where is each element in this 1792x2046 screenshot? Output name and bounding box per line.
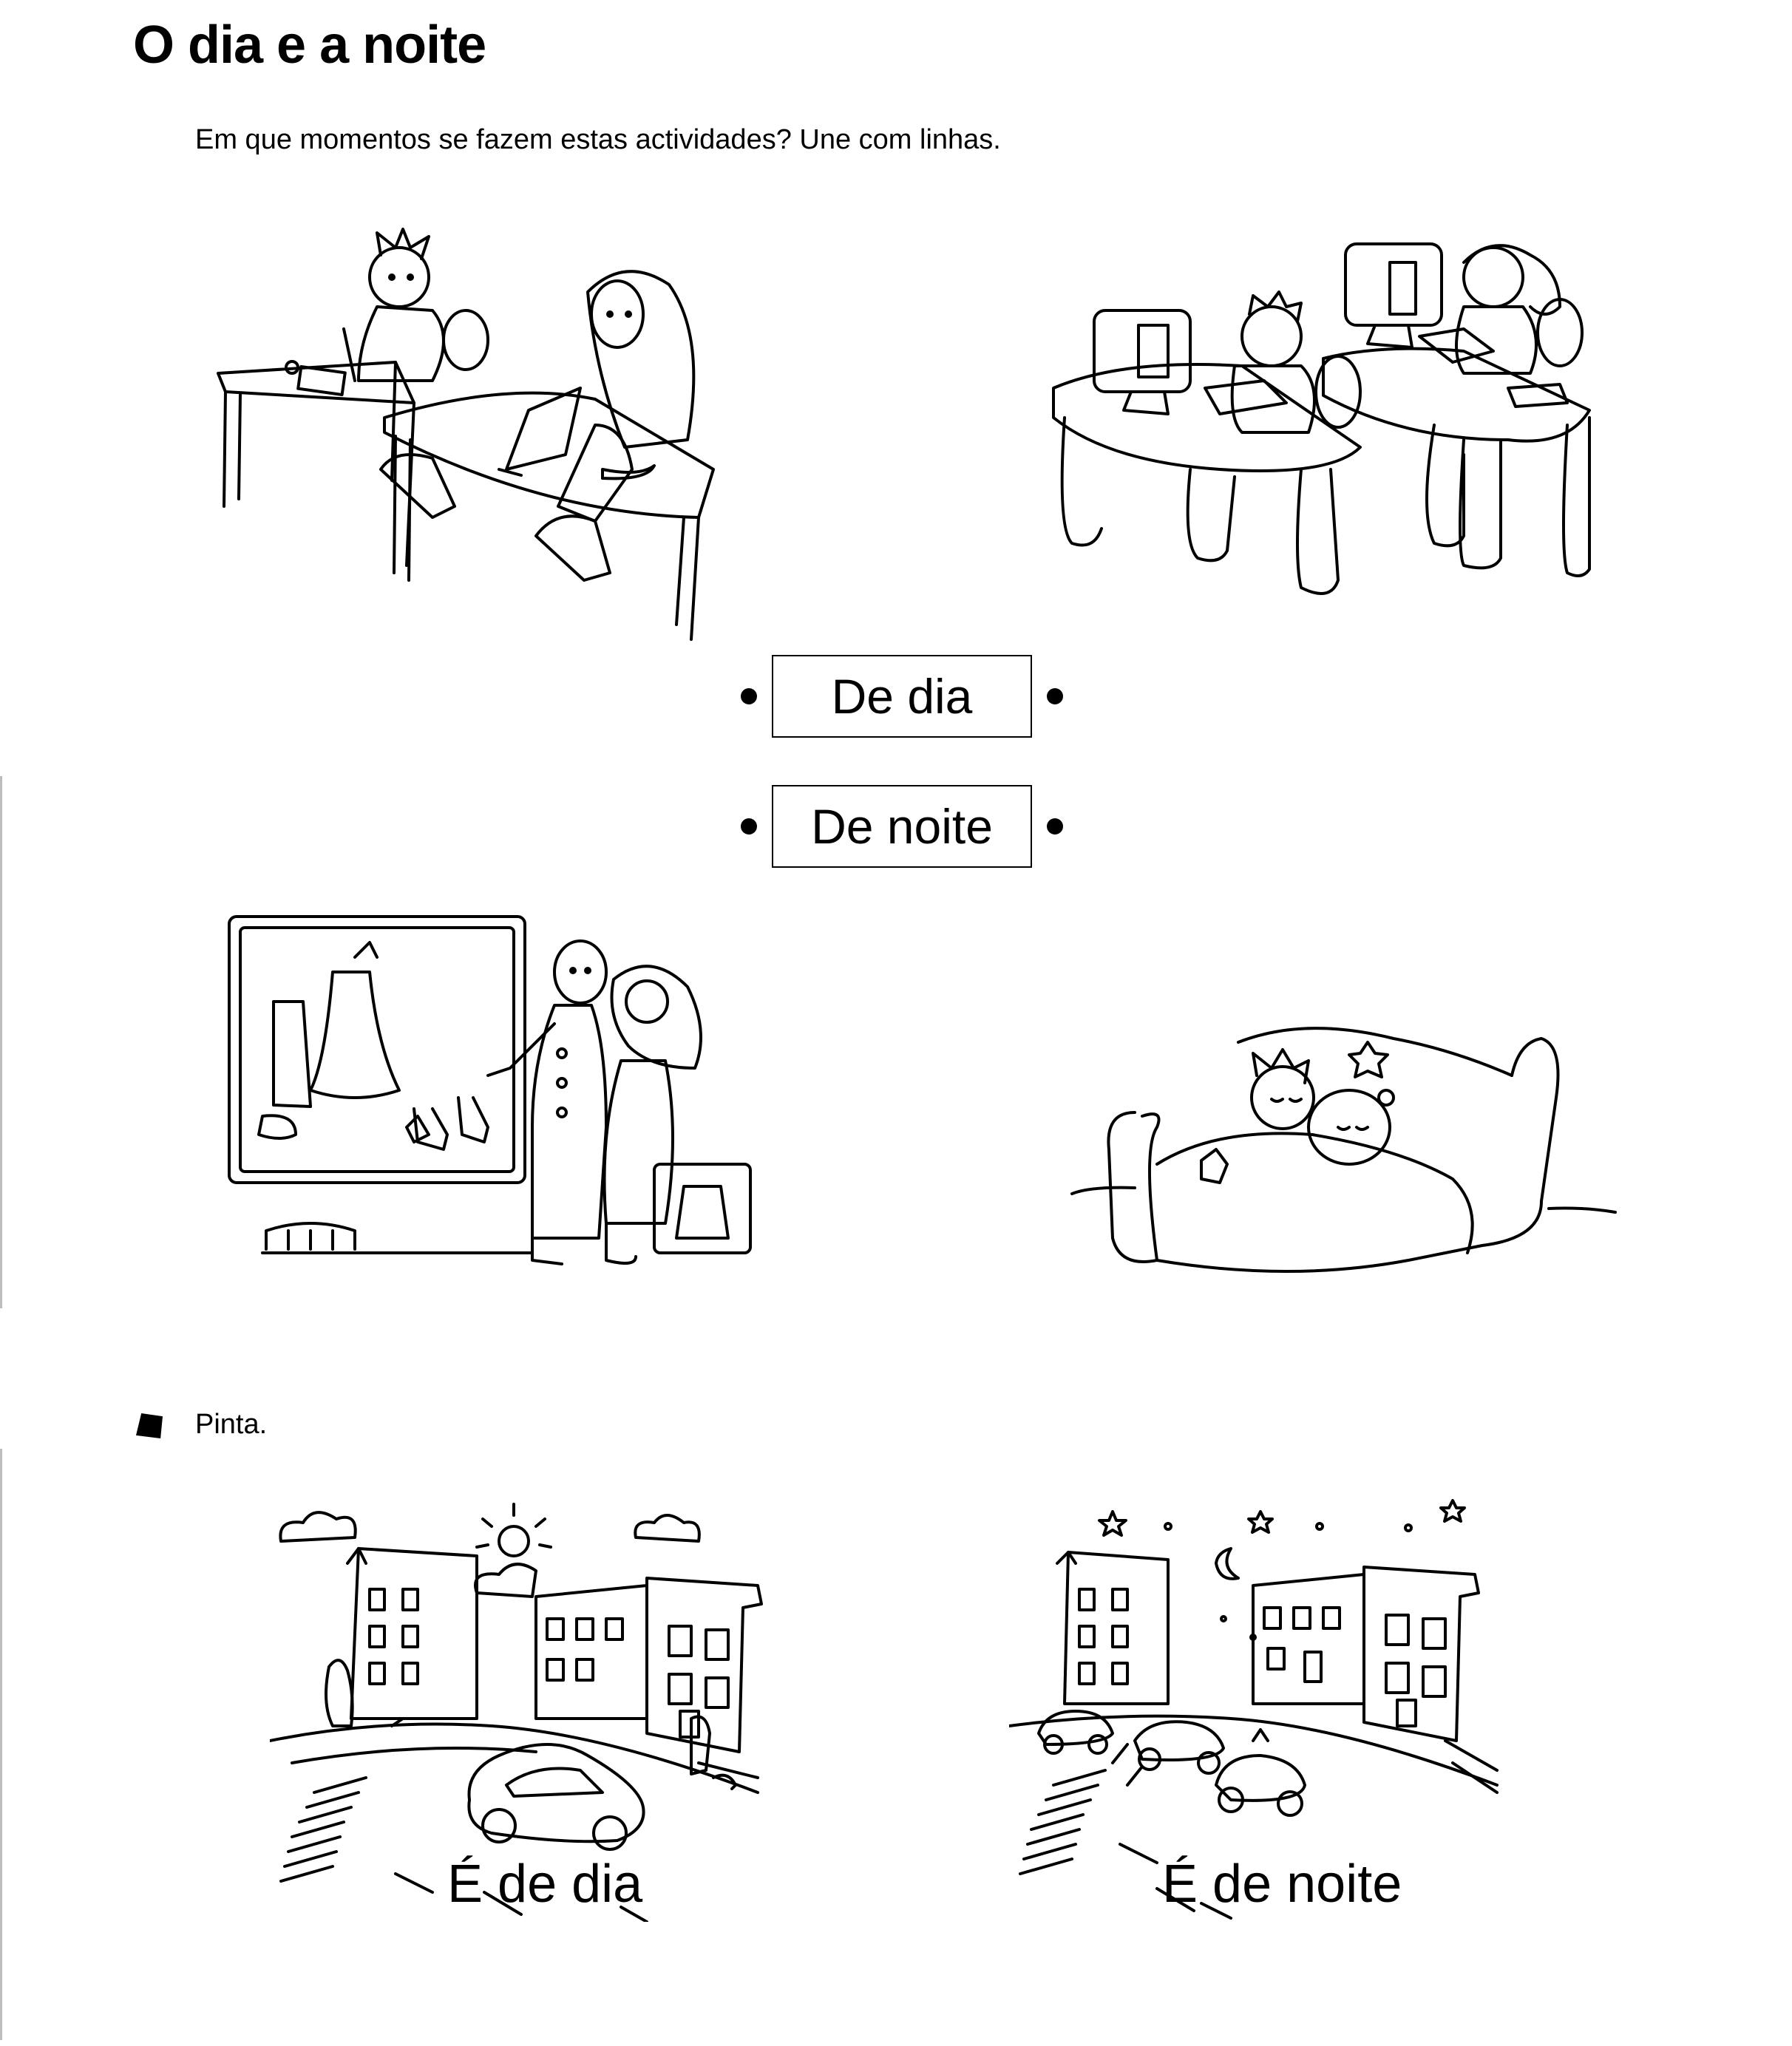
illustration-shopping xyxy=(222,913,769,1312)
caption-day: É de dia xyxy=(447,1855,643,1914)
left-page-edge xyxy=(0,776,2,1308)
bullet-marker xyxy=(136,1413,163,1438)
left-page-edge-lower xyxy=(0,1449,2,2040)
paint-instruction: Pinta. xyxy=(195,1409,268,1440)
illustration-sleeping xyxy=(1068,1016,1623,1294)
illustration-school xyxy=(211,225,728,647)
illustration-computers xyxy=(1050,233,1597,606)
match-row-day: De dia xyxy=(741,655,1066,741)
page-title: O dia e a noite xyxy=(133,16,486,75)
bullet-right-night[interactable] xyxy=(1047,818,1063,835)
bullet-right-day[interactable] xyxy=(1047,688,1063,704)
label-de-noite: De noite xyxy=(772,785,1032,868)
illustration-night-scene xyxy=(1009,1489,1512,1922)
bullet-left-day[interactable] xyxy=(741,688,757,704)
illustration-day-scene xyxy=(270,1497,773,1922)
label-de-dia: De dia xyxy=(772,655,1032,738)
instruction-text: Em que momentos se fazem estas actividad… xyxy=(195,124,1001,155)
bullet-left-night[interactable] xyxy=(741,818,757,835)
match-row-night: De noite xyxy=(741,785,1066,871)
caption-night: É de noite xyxy=(1162,1855,1402,1914)
